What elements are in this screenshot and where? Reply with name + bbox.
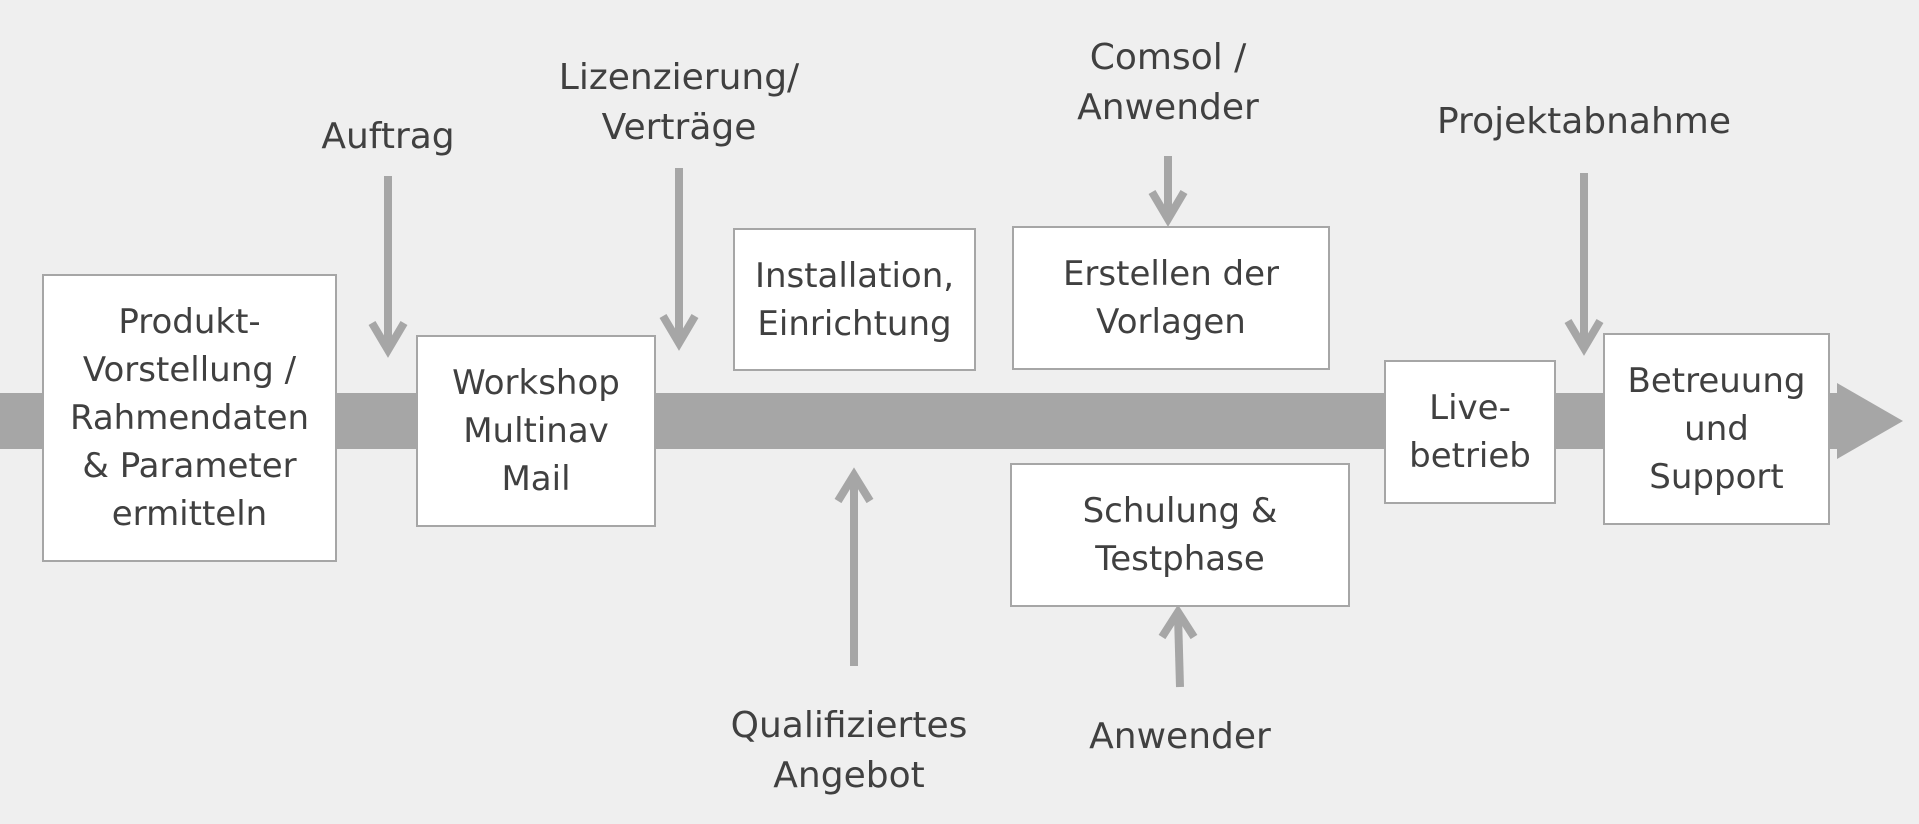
comsol-input-arrow (1148, 156, 1188, 227)
step-erstellen-vorlagen: Erstellen der Vorlagen (1012, 226, 1330, 370)
input-label-lizenzierung: Lizenzierung/ Verträge (558, 57, 800, 148)
step-livebetrieb: Live- betrieb (1384, 360, 1556, 504)
timeline-arrowhead (1837, 383, 1903, 459)
anwender-input-arrow (1158, 604, 1198, 688)
step-workshop: Workshop Multinav Mail (416, 335, 656, 527)
step-schulung-testphase: Schulung & Testphase (1010, 463, 1350, 607)
input-label-angebot: Qualifiziertes Angebot (730, 705, 968, 796)
step-installation: Installation, Einrichtung (733, 228, 976, 371)
lizenzierung-input-arrow (659, 168, 699, 351)
auftrag-input-arrow (368, 176, 408, 358)
input-label-anwender: Anwender (1089, 716, 1271, 757)
step-betreuung-support: Betreuung und Support (1603, 333, 1830, 525)
step-produkt-vorstellung: Produkt- Vorstellung / Rahmendaten & Par… (42, 274, 337, 562)
angebot-input-arrow (834, 467, 874, 666)
projektabnahme-input-arrow (1564, 173, 1604, 356)
input-label-auftrag: Auftrag (321, 116, 455, 157)
input-label-comsol: Comsol / Anwender (1077, 37, 1259, 128)
input-label-projektabnahme: Projektabnahme (1436, 101, 1732, 142)
